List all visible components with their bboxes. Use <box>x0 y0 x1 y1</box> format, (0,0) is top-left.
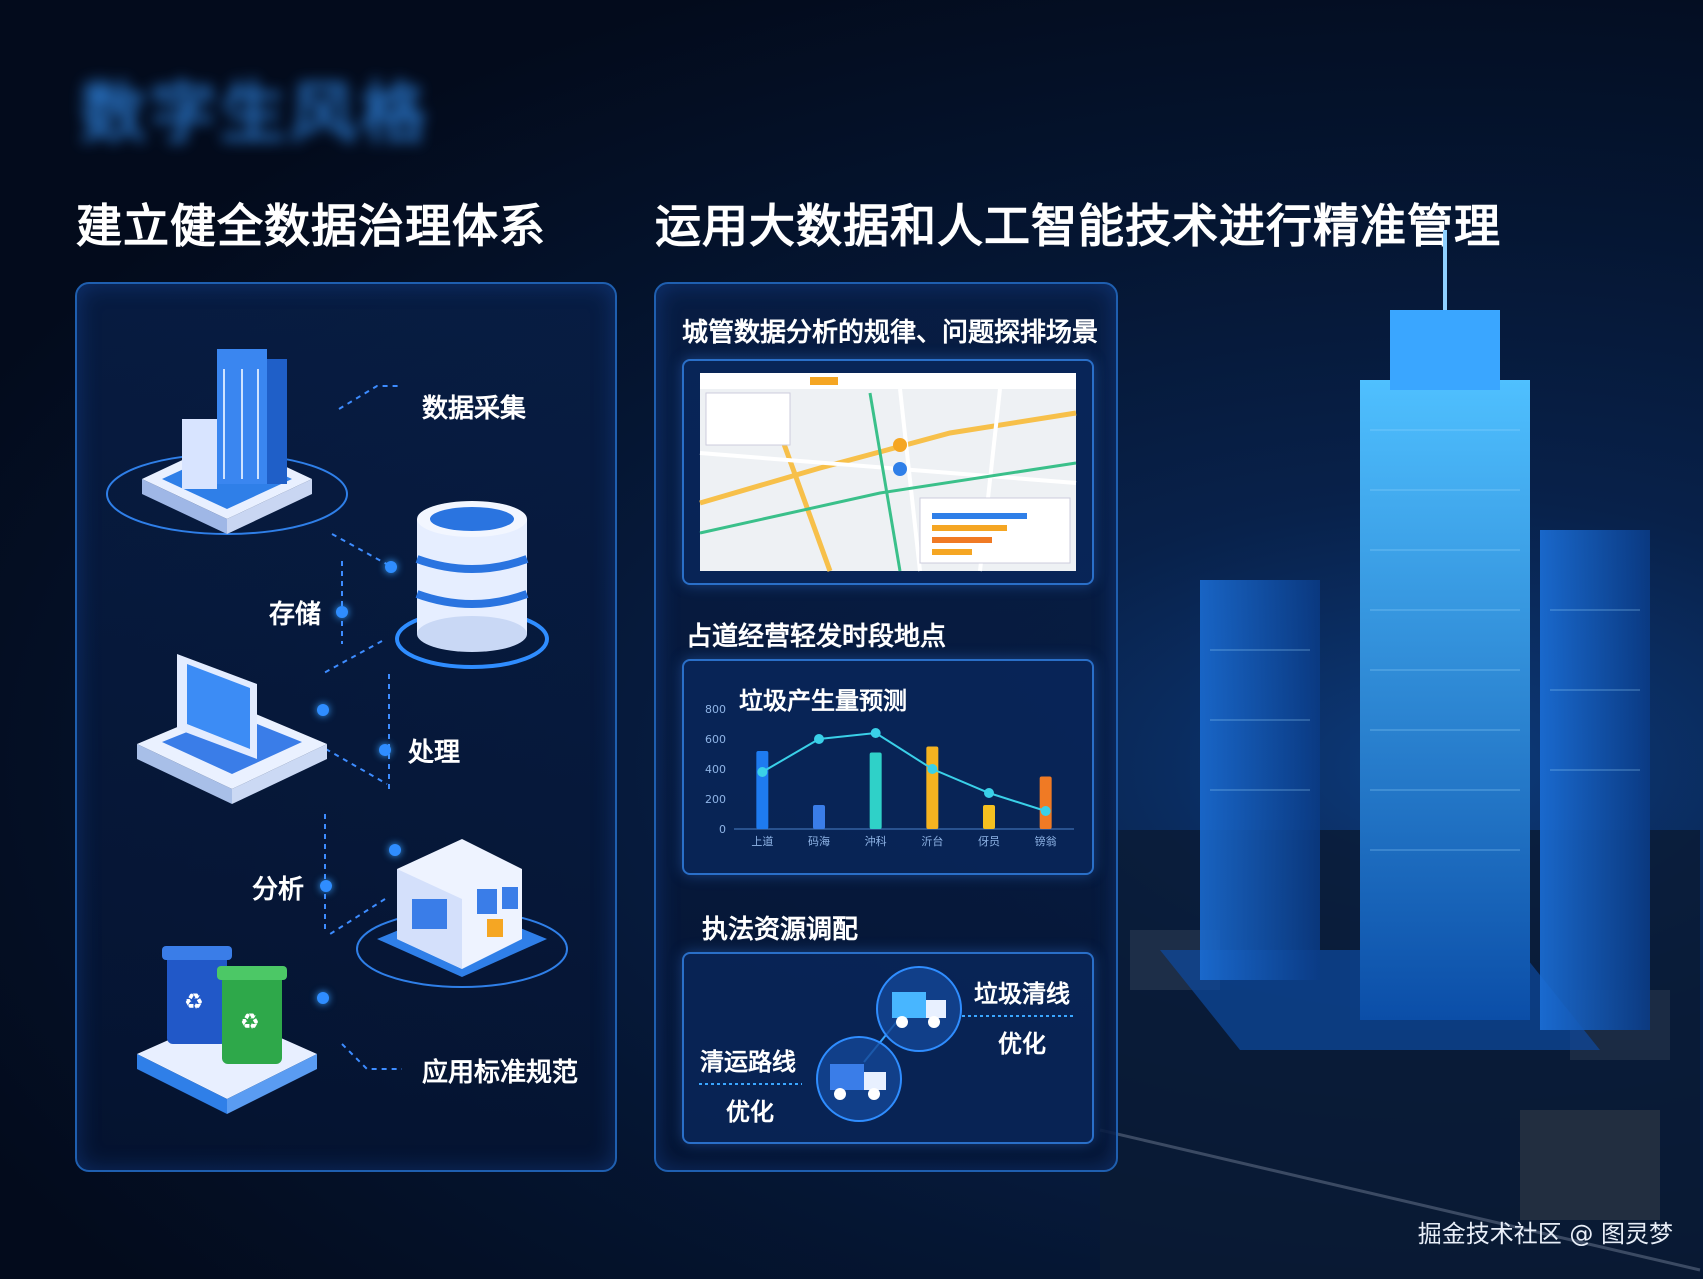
step-label-storage: 存储 <box>269 600 322 630</box>
chart-bar <box>983 805 995 829</box>
chart-point <box>1040 806 1051 816</box>
x-tick-label: 码海 <box>808 834 830 848</box>
connector-dot <box>317 992 329 1004</box>
connector-dot <box>320 880 332 892</box>
route-label-b-line2: 优化 <box>726 1098 774 1126</box>
y-tick-label: 200 <box>705 793 726 806</box>
step-label-process: 处理 <box>408 738 461 768</box>
series-line <box>761 731 1046 812</box>
section-title-map-analysis: 城管数据分析的规律、问题探排场景 <box>682 318 1099 348</box>
route-label-b-line1: 清运路线 <box>700 1048 796 1076</box>
y-tick-label: 600 <box>705 733 726 746</box>
right-heading: 运用大数据和人工智能技术进行精准管理 <box>655 199 1501 253</box>
data-governance-panel: ♻ ♻ 数据采集 存储 处理 分析 应用标准规范 <box>75 282 617 1172</box>
connector-dot <box>379 744 391 756</box>
chart-point <box>757 767 768 777</box>
map-screenshot-card <box>682 359 1094 585</box>
route-optimization-card: 垃圾清线 优化 清运路线 优化 <box>682 952 1094 1144</box>
precision-management-panel: 城管数据分析的规律、问题探排场景 占道经营轻发时段地点 垃圾产生量预测 0 200… <box>654 282 1118 1172</box>
connector-dot <box>385 561 397 573</box>
city-skyline-illustration <box>1099 230 1701 1279</box>
section-title-enforcement: 执法资源调配 <box>702 915 859 945</box>
chart-point <box>984 788 994 798</box>
connector-dot <box>389 844 401 856</box>
chart-point <box>814 734 824 744</box>
computer-icon <box>137 654 327 804</box>
x-tick-label: 沖科 <box>865 834 887 848</box>
step-label-standards: 应用标准规范 <box>422 1058 579 1088</box>
chart-point <box>870 728 881 738</box>
blurred-title: 数字生风格 <box>80 75 430 152</box>
x-tick-label: 上道 <box>751 834 773 848</box>
chart-title: 垃圾产生量预测 <box>739 687 907 715</box>
connector-lines <box>316 385 402 1070</box>
garbage-forecast-chart: 0 200 400 600 800 上道 码海 沖科 沂台 伢员 镑翁 <box>705 703 1074 848</box>
city-map-thumbnail <box>699 373 1077 572</box>
chart-bar <box>1039 776 1052 829</box>
y-tick-label: 0 <box>719 823 726 836</box>
x-tick-label: 伢员 <box>978 834 1000 848</box>
recycle-bins-icon: ♻ ♻ <box>137 946 317 1114</box>
chart-bar <box>926 746 939 829</box>
chart-point <box>927 764 938 774</box>
section-title-street-vending: 占道经营轻发时段地点 <box>686 622 947 652</box>
chart-bar <box>869 752 882 829</box>
connector-dot <box>336 606 348 618</box>
storefront-icon <box>356 839 568 988</box>
route-label-a-line1: 垃圾清线 <box>974 980 1070 1008</box>
database-icon <box>395 501 549 669</box>
route-label-a-line2: 优化 <box>998 1030 1046 1058</box>
x-tick-label: 镑翁 <box>1035 834 1057 848</box>
chart-bar <box>813 805 825 829</box>
truck-icon <box>876 966 962 1052</box>
y-tick-label: 800 <box>705 703 726 716</box>
left-heading: 建立健全数据治理体系 <box>76 199 546 253</box>
svg-text:♻: ♻ <box>240 1010 260 1035</box>
y-tick-label: 400 <box>705 763 726 776</box>
garbage-truck-icon <box>816 1036 902 1122</box>
chart-card: 垃圾产生量预测 0 200 400 600 800 上道 码海 沖科 沂台 伢员 镑翁 <box>682 659 1094 875</box>
watermark: 掘金技术社区 @ 图灵梦 <box>1417 1220 1673 1248</box>
svg-text:♻: ♻ <box>184 990 204 1015</box>
chart-bar <box>756 751 769 829</box>
building-icon <box>106 349 348 535</box>
step-label-analyze: 分析 <box>252 875 305 905</box>
connector-dot <box>317 704 329 716</box>
x-tick-label: 沂台 <box>921 834 943 848</box>
step-label-collect: 数据采集 <box>422 394 527 424</box>
